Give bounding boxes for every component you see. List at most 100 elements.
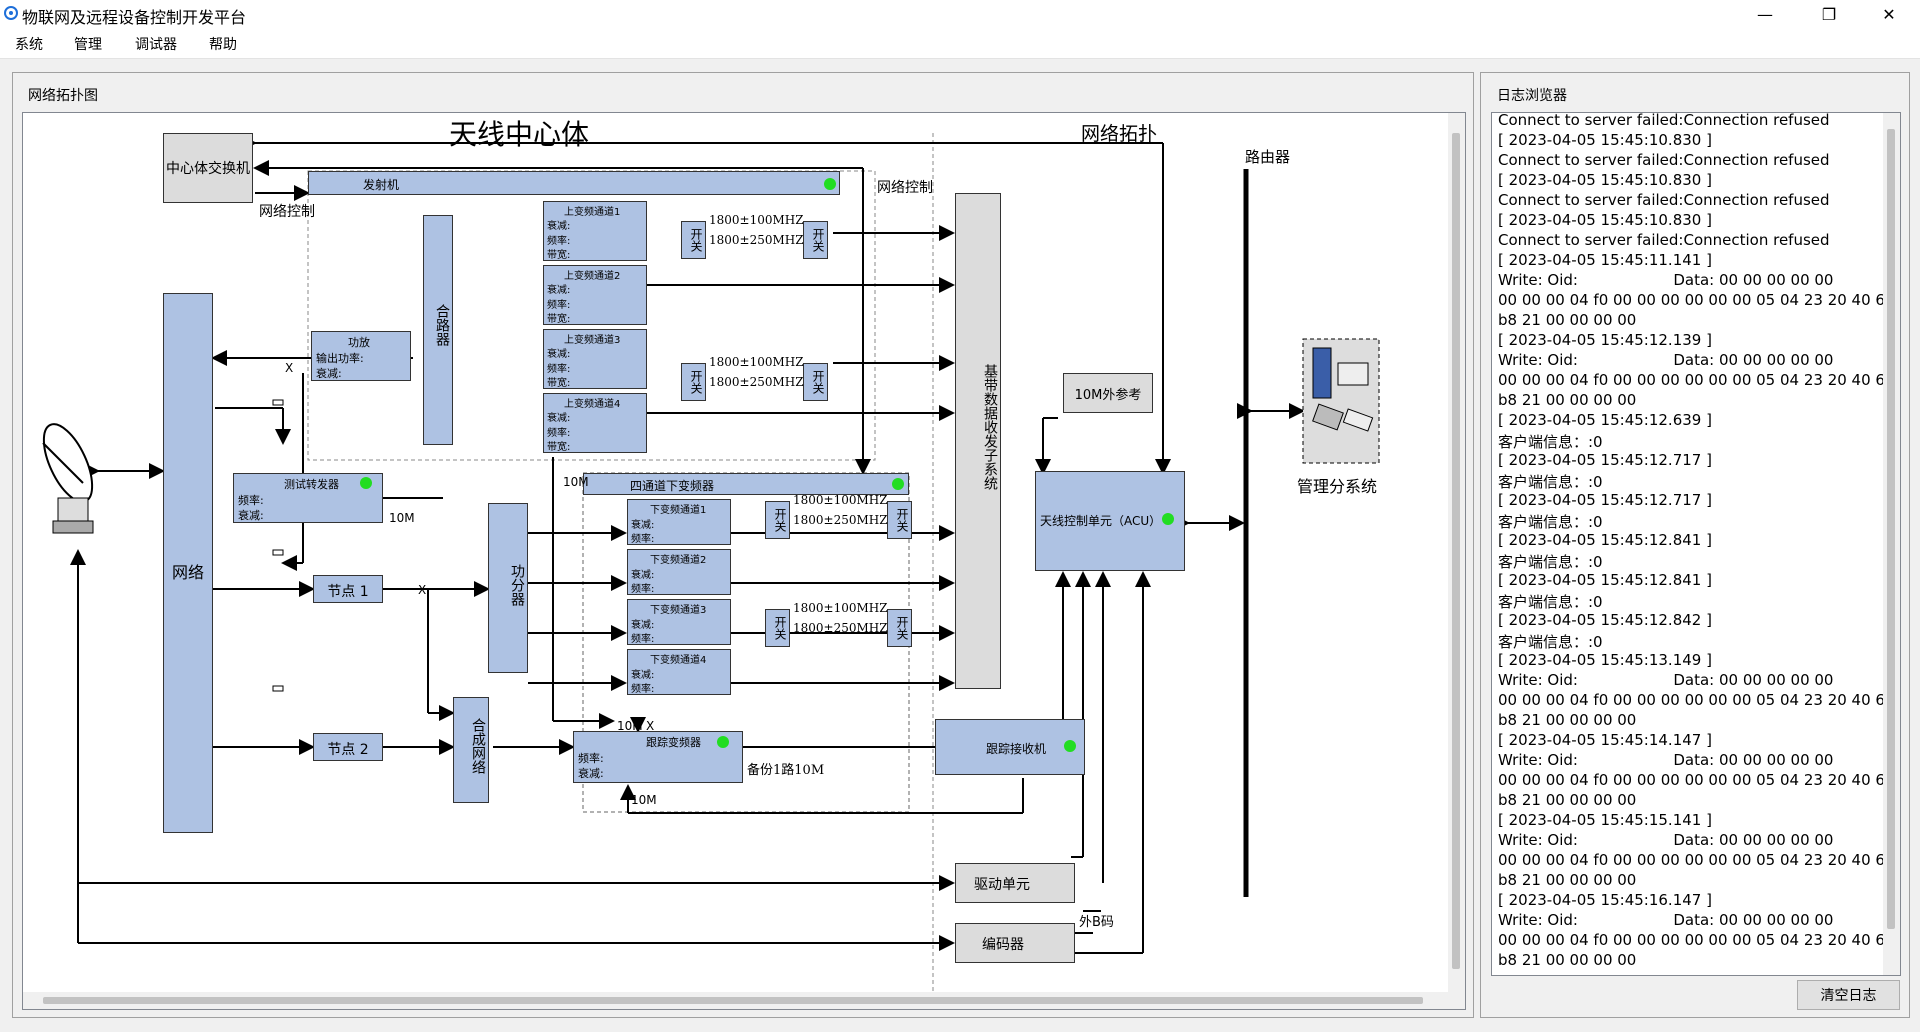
backup-10m-label: 备份1路10M	[747, 763, 825, 778]
switch[interactable]: 开关	[803, 363, 828, 401]
log-line: [ 2023-04-05 15:45:12.841 ]	[1498, 571, 1712, 589]
log-line: [ 2023-04-05 15:45:12.639 ]	[1498, 411, 1712, 429]
label-x: X	[418, 583, 427, 597]
transmitter[interactable]: 发射机	[308, 171, 840, 195]
switch[interactable]: 开关	[681, 363, 706, 401]
node-label: 带宽:	[547, 442, 571, 453]
app-icon	[4, 6, 18, 20]
topology-label: 网络拓扑	[1081, 123, 1158, 145]
canvas-vertical-scrollbar[interactable]	[1448, 113, 1465, 992]
switch[interactable]: 开关	[887, 501, 912, 539]
maximize-button[interactable]: ❐	[1821, 4, 1837, 24]
node-label: 衰减:	[578, 767, 604, 780]
node-label: 带宽:	[547, 378, 571, 389]
log-line: Connect to server failed:Connection refu…	[1498, 151, 1830, 169]
topology-panel-title: 网络拓扑图	[28, 88, 98, 104]
node-label: 下变频通道4	[650, 655, 707, 666]
log-line: b8 21 00 00 00 00	[1498, 391, 1637, 409]
frequency-label: 1800±100MHZ	[709, 213, 804, 227]
center-switch[interactable]: 中心体交换机	[163, 133, 253, 203]
tracking-downconverter[interactable]: 跟踪变频器频率:衰减:	[573, 731, 743, 783]
log-line: [ 2023-04-05 15:45:10.830 ]	[1498, 131, 1712, 149]
menu-bar: 系统 管理 调试器 帮助	[0, 28, 1920, 59]
log-line: 00 00 00 04 f0 00 00 00 00 00 00 05 04 2…	[1498, 371, 1895, 389]
node-label: 带宽:	[547, 314, 571, 325]
node-2[interactable]: 节点 2	[313, 733, 383, 761]
log-line: b8 21 00 00 00 00	[1498, 711, 1637, 729]
menu-help[interactable]: 帮助	[209, 37, 237, 53]
node-label: 衰减:	[238, 509, 264, 522]
log-line: [ 2023-04-05 15:45:15.141 ]	[1498, 811, 1712, 829]
log-line: 客户端信息：:0	[1498, 433, 1603, 451]
log-line: Write: Oid: Data: 00 00 00 00 00	[1498, 671, 1834, 689]
tracking-receiver[interactable]: 跟踪接收机	[935, 719, 1085, 775]
clear-log-button[interactable]: 清空日志	[1797, 980, 1900, 1010]
node-label: 衰减:	[631, 520, 655, 531]
synthesis-network[interactable]: 合成网络	[453, 697, 489, 803]
log-line: Connect to server failed:Connection refu…	[1498, 112, 1830, 129]
node-label: 中心体交换机	[166, 161, 250, 177]
antenna-control-unit[interactable]: 天线控制单元（ACU）	[1035, 471, 1185, 571]
node-label: 频率:	[547, 364, 571, 375]
node-label: 频率:	[631, 584, 655, 595]
amplifier[interactable]: 功放输出功率:衰减:	[311, 331, 411, 381]
combiner[interactable]: 合路器	[423, 215, 453, 445]
label-10m: 10M	[389, 511, 415, 525]
node-label: 编码器	[982, 937, 1024, 953]
external-reference-10m[interactable]: 10M外参考	[1063, 373, 1153, 413]
baseband-subsystem[interactable]: 基带数据收发子系统	[955, 193, 1001, 689]
log-line: [ 2023-04-05 15:45:12.717 ]	[1498, 491, 1712, 509]
log-scrollbar[interactable]	[1883, 113, 1900, 975]
status-led	[360, 477, 372, 489]
node-label: 频率:	[631, 684, 655, 695]
router-label: 路由器	[1245, 148, 1291, 166]
menu-debugger[interactable]: 调试器	[135, 37, 177, 53]
node-label: 频率:	[631, 634, 655, 645]
switch[interactable]: 开关	[765, 501, 790, 539]
switch[interactable]: 开关	[765, 609, 790, 647]
node-label: 衰减:	[547, 285, 571, 296]
log-viewer[interactable]: Connect to server failed:Connection refu…	[1491, 112, 1901, 976]
log-line: b8 21 00 00 00 00	[1498, 951, 1637, 969]
node-label: 开关	[689, 370, 703, 394]
log-line: 客户端信息：:0	[1498, 553, 1603, 571]
drive-unit[interactable]: 驱动单元	[955, 863, 1075, 903]
close-button[interactable]: ✕	[1882, 4, 1896, 24]
node-label: 开关	[689, 228, 703, 252]
test-transponder[interactable]: 测试转发器频率:衰减:	[233, 473, 383, 523]
four-channel-downconverter[interactable]: 四通道下变频器	[583, 473, 909, 495]
network-block[interactable]: 网络	[163, 293, 213, 833]
menu-manage[interactable]: 管理	[74, 37, 102, 53]
label-10m: 10M	[617, 719, 643, 733]
minimize-button[interactable]: —	[1757, 4, 1773, 24]
power-splitter[interactable]: 功分器	[488, 503, 528, 673]
node-label: 衰减:	[547, 221, 571, 232]
menu-system[interactable]: 系统	[15, 37, 43, 53]
encoder[interactable]: 编码器	[955, 923, 1075, 963]
log-line: Connect to server failed:Connection refu…	[1498, 231, 1830, 249]
node-label: 输出功率:	[316, 352, 364, 365]
switch[interactable]: 开关	[887, 609, 912, 647]
network-control-label: 网络控制	[877, 180, 933, 196]
log-line: Write: Oid: Data: 00 00 00 00 00	[1498, 351, 1834, 369]
node-label: 合路器	[434, 304, 450, 346]
switch[interactable]: 开关	[681, 221, 706, 259]
node-label: 合成网络	[470, 718, 486, 774]
switch[interactable]: 开关	[803, 221, 828, 259]
node-label: 基带数据收发子系统	[982, 364, 998, 490]
node-label: 开关	[773, 616, 787, 640]
log-line: b8 21 00 00 00 00	[1498, 871, 1637, 889]
frequency-label: 1800±250MHZ	[709, 375, 804, 389]
canvas-horizontal-scrollbar[interactable]	[23, 992, 1465, 1009]
frequency-label: 1800±250MHZ	[709, 233, 804, 247]
node-1[interactable]: 节点 1	[313, 575, 383, 603]
log-line: Write: Oid: Data: 00 00 00 00 00	[1498, 831, 1834, 849]
